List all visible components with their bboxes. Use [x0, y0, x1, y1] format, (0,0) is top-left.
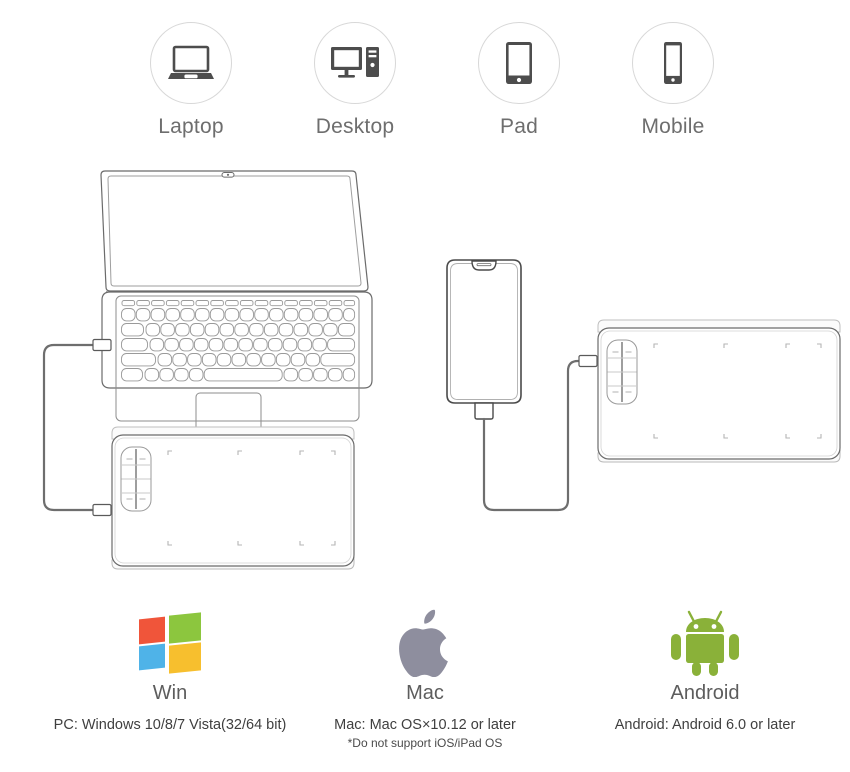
- apple-icon: [399, 609, 448, 677]
- os-desc-android: Android: Android 6.0 or later: [614, 717, 796, 733]
- windows-tile-red: [139, 616, 165, 645]
- drawing-tablet-right: [597, 319, 841, 463]
- connection-diagram-svg: [42, 170, 841, 570]
- tablet-express-keys[interactable]: [606, 339, 638, 405]
- windows-flag: [139, 612, 201, 674]
- usb-connector: [92, 503, 112, 517]
- os-desc-windows: PC: Windows 10/8/7 Vista(32/64 bit): [53, 717, 287, 733]
- device-label-laptop: Laptop: [158, 115, 224, 138]
- device-circle-laptop: [150, 22, 232, 104]
- windows-tile-green: [169, 612, 201, 644]
- usb-cable-laptop: [42, 338, 112, 517]
- device-item-mobile: Mobile: [588, 22, 758, 139]
- usb-connector: [92, 338, 112, 352]
- device-label-mobile: Mobile: [641, 115, 705, 138]
- tablet-express-keys[interactable]: [120, 446, 152, 512]
- android-logo: [560, 608, 850, 676]
- phone-earpiece: [476, 263, 492, 267]
- os-name-windows: Win: [152, 682, 188, 704]
- windows-tile-blue: [139, 643, 165, 671]
- device-type-row: Laptop Desktop Pad: [0, 22, 850, 152]
- tablet-icon: [506, 42, 532, 84]
- mobile-icon: [664, 42, 682, 84]
- laptop-illustration: [100, 170, 373, 447]
- connection-illustration: [0, 155, 850, 600]
- desktop-icon: [331, 47, 379, 78]
- os-name-mac: Mac: [406, 682, 444, 704]
- device-circle-desktop: [314, 22, 396, 104]
- os-name-android: Android: [670, 682, 740, 704]
- os-item-windows: Win PC: Windows 10/8/7 Vista(32/64 bit): [0, 608, 340, 733]
- apple-logo: [280, 608, 570, 677]
- os-desc-mac: Mac: Mac OS×10.12 or later: [334, 717, 516, 733]
- phone-illustration: [446, 259, 522, 420]
- windows-tile-yellow: [169, 642, 201, 674]
- os-support-row: Win PC: Windows 10/8/7 Vista(32/64 bit) …: [0, 608, 850, 772]
- android-icon: [671, 610, 739, 676]
- device-item-laptop: Laptop: [106, 22, 276, 139]
- usb-connector: [474, 402, 494, 420]
- device-circle-mobile: [632, 22, 714, 104]
- os-item-mac: Mac Mac: Mac OS×10.12 or later *Do not s…: [280, 608, 570, 750]
- device-circle-pad: [478, 22, 560, 104]
- laptop-icon: [168, 45, 214, 79]
- device-label-desktop: Desktop: [315, 115, 395, 138]
- drawing-tablet-left: [111, 426, 355, 570]
- device-item-desktop: Desktop: [270, 22, 440, 139]
- usb-connector: [578, 354, 598, 368]
- device-label-pad: Pad: [500, 115, 538, 138]
- laptop-keyboard: [115, 295, 360, 422]
- usb-cable-phone: [482, 354, 598, 512]
- os-note-mac: *Do not support iOS/iPad OS: [347, 736, 503, 750]
- device-item-pad: Pad: [434, 22, 604, 139]
- os-item-android: Android Android: Android 6.0 or later: [560, 608, 850, 733]
